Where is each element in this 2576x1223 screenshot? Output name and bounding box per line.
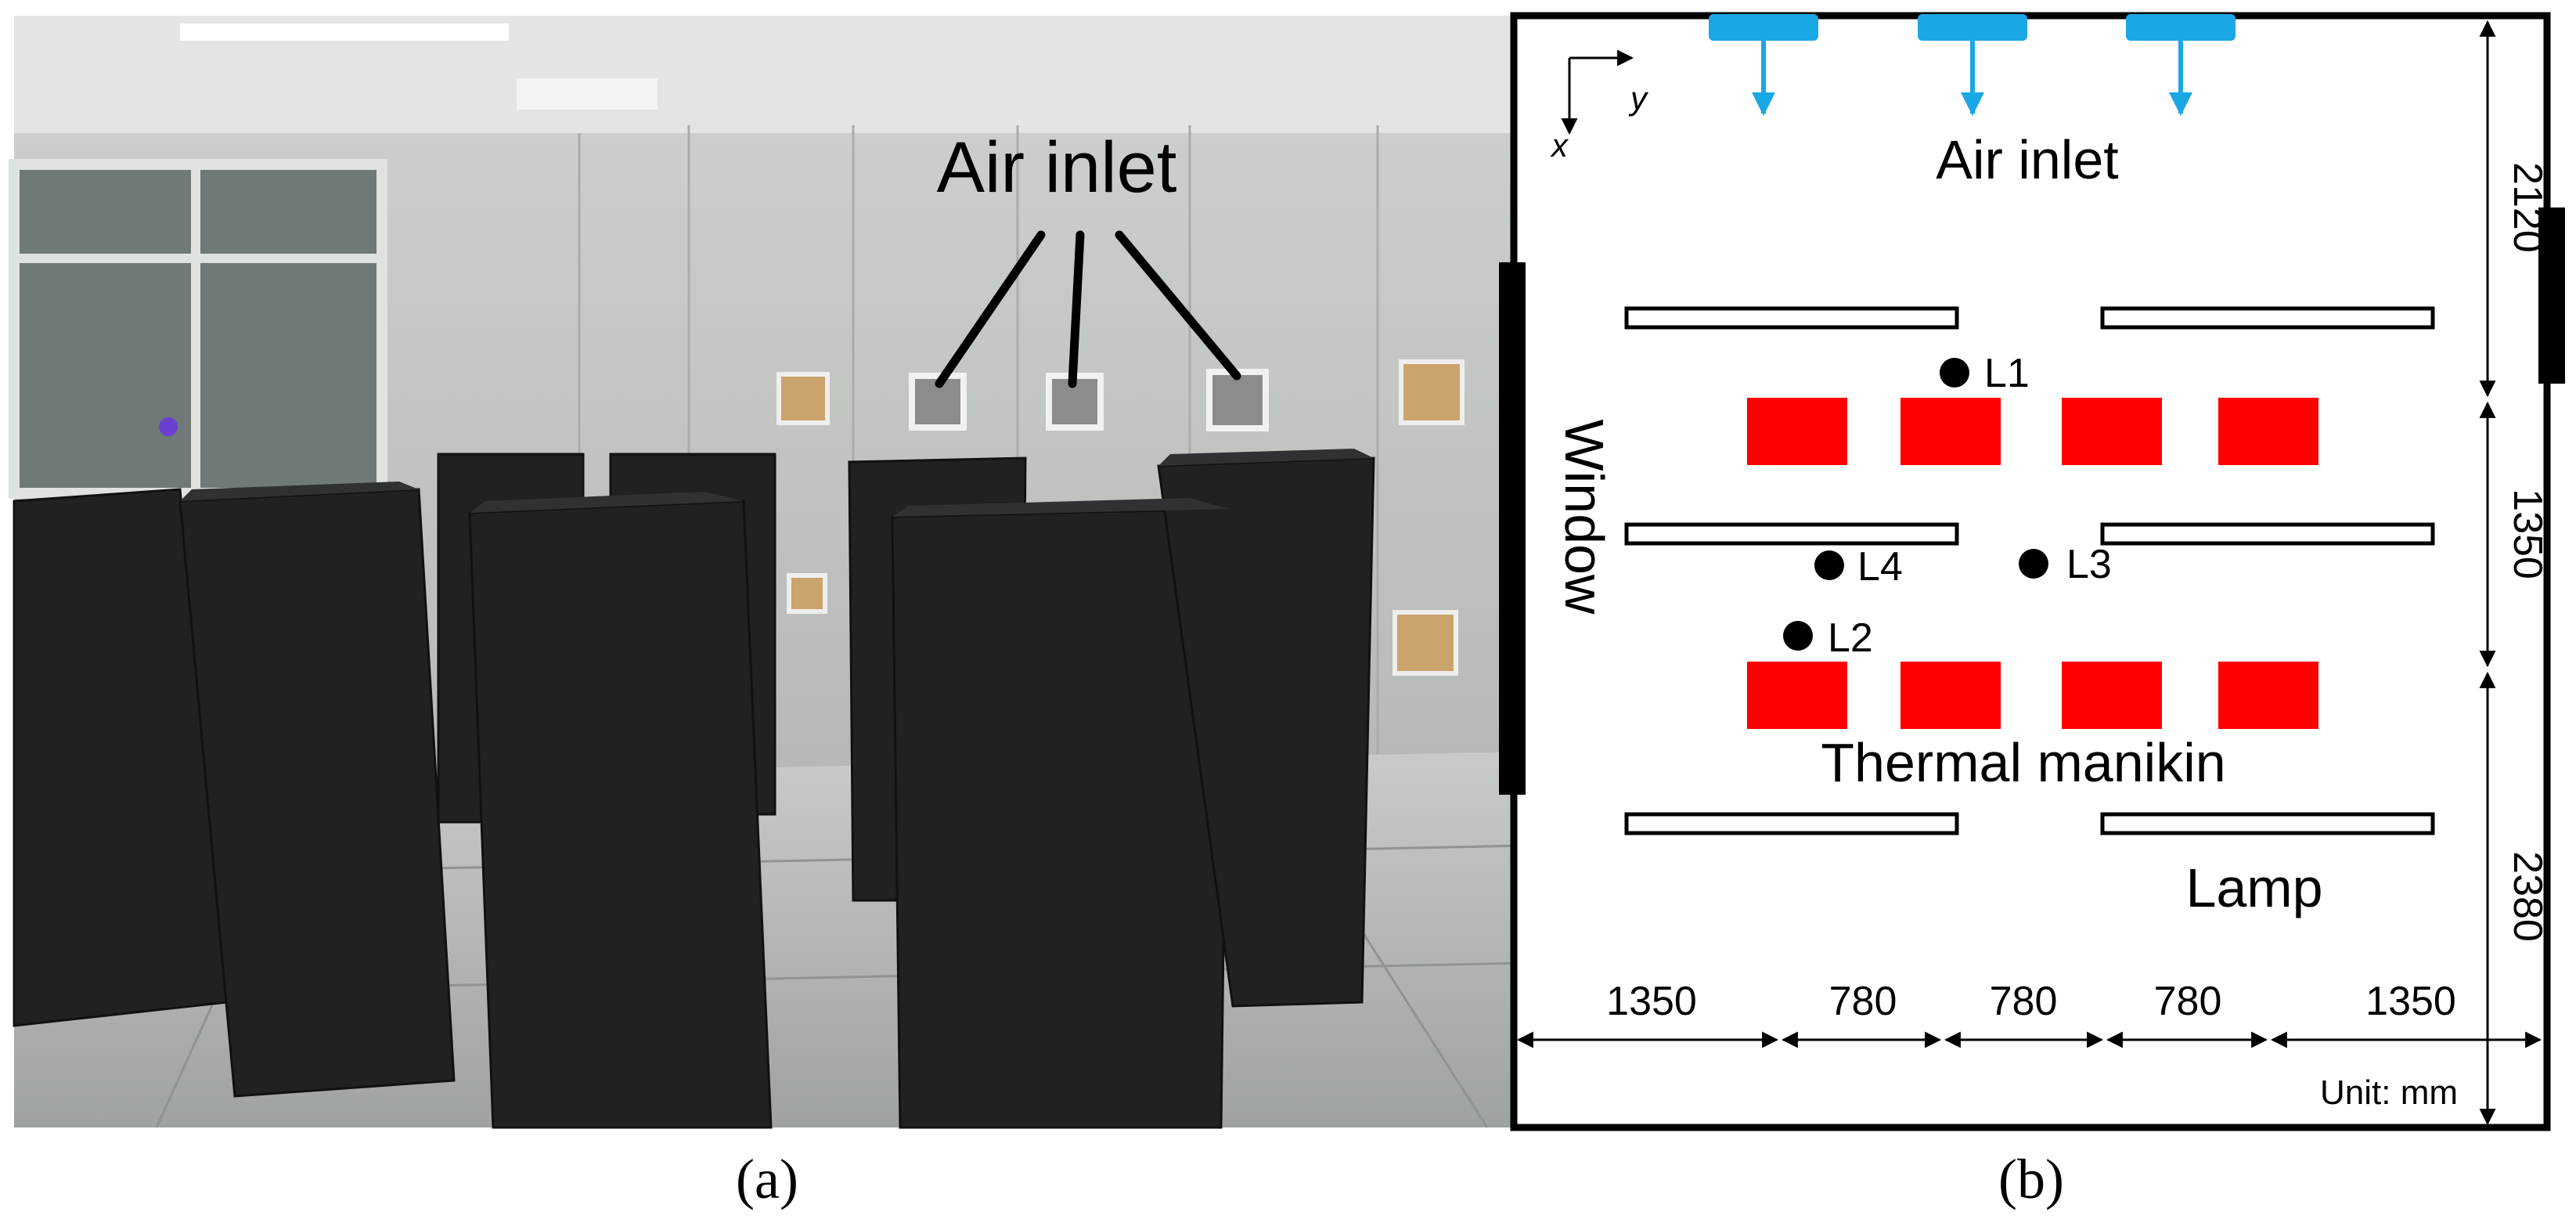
manikin-5 [1747,662,1847,729]
callout-lines [935,230,1241,388]
lamps [1624,306,2435,835]
dim-bottom-2: 780 [1829,979,1897,1024]
air-inlet-callout: Air inlet [937,128,1177,207]
air-inlet-label: Air inlet [1936,129,2118,190]
axis-y-label: y [1628,80,1649,117]
unit-label: Unit: mm [2320,1073,2458,1112]
lamp-5 [1624,812,1959,835]
dim-right-3: 2380 [2505,851,2550,942]
point-l3-label: L3 [2066,542,2112,587]
point-l1 [1940,358,1969,388]
air-inlet-3 [2126,14,2236,116]
lamp-4 [2100,522,2435,546]
air-inlets [1709,14,2236,116]
right-wall-strip [2538,207,2565,384]
thermal-manikin-label: Thermal manikin [1821,732,2225,793]
dim-right-2: 1350 [2505,489,2550,579]
ceiling-lamp [517,78,658,110]
manikin-8 [2218,662,2318,729]
dim-bottom-1: 1350 [1606,979,1697,1024]
panel-a-photo: Air inlet [9,16,1526,1129]
lamp-2 [2100,306,2435,330]
measurement-points: L1 L4 L3 L2 [1783,351,2112,661]
thermal-manikins [1747,398,2318,729]
air-inlet-vent-3 [1206,369,1269,431]
lamp-label: Lamp [2185,857,2322,918]
point-l3 [2019,549,2048,579]
dim-right-1: 2120 [2505,162,2550,253]
lamp-3 [1624,522,1959,546]
manikin-4 [2218,398,2318,465]
ceiling-light [180,23,509,41]
window-label: Window [1554,420,1615,615]
point-l4-label: L4 [1857,544,1903,590]
manikin-6 [1900,662,2001,729]
coordinate-axes [1561,49,1634,135]
caption-b: (b) [1998,1148,2064,1210]
manikin-2 [1900,398,2001,465]
point-l4 [1814,550,1844,580]
dim-bottom-3: 780 [1990,979,2058,1024]
window-strip [1499,262,1526,795]
air-inlet-2 [1918,14,2027,116]
point-l2-label: L2 [1828,615,1873,661]
dim-bottom-4: 780 [2154,979,2222,1024]
thermal-manikin-boxes [13,453,1375,1129]
axis-x-label: x [1550,127,1569,164]
caption-a: (a) [736,1148,798,1210]
purple-light [159,417,178,436]
lamp-1 [1624,306,1959,330]
manikin-3 [2062,398,2162,465]
panel-b-schematic: x y Air inlet Window Thermal manikin Lam… [1499,12,2565,1131]
point-l2 [1783,621,1813,651]
box-tops [180,449,1374,517]
point-l1-label: L1 [1984,351,2030,396]
manikin-7 [2062,662,2162,729]
manikin-1 [1747,398,1847,465]
air-inlet-1 [1709,14,1818,116]
lamp-6 [2100,812,2435,835]
dim-bottom-5: 1350 [2365,979,2456,1024]
